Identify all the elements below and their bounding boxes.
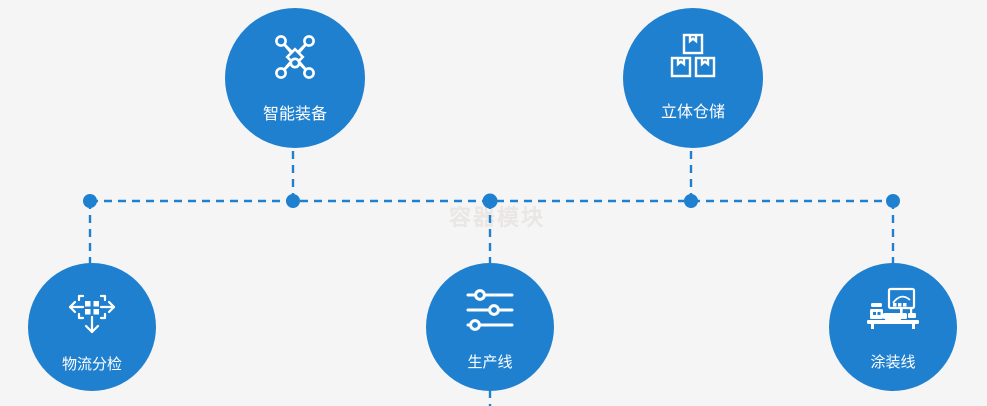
junction-dot-coating [886,194,900,208]
node-production[interactable]: 生产线 [426,263,554,391]
node-label-sorting: 物流分检 [61,355,122,373]
watermark-text: 容器模块 [448,206,545,231]
sorting-arrows-icon [67,287,117,339]
node-smart-equipment[interactable]: 智能装备 [225,8,365,148]
node-coating[interactable]: 涂装线 [829,263,957,391]
junction-dot-production [482,193,498,209]
node-label-production: 生产线 [467,353,513,371]
junction-dot-warehouse [684,194,698,208]
stacked-boxes-icon [668,32,718,84]
paint-booth-icon [865,287,921,337]
network-nodes-icon [270,32,320,86]
node-label-smart-equipment: 智能装备 [262,104,327,123]
junction-dot-sorting [83,194,97,208]
node-warehouse[interactable]: 立体仓储 [623,8,763,148]
junction-dot-smart-equipment [286,194,300,208]
node-label-coating: 涂装线 [870,353,916,371]
sliders-icon [464,287,516,337]
node-sorting[interactable]: 物流分检 [28,263,156,391]
node-label-warehouse: 立体仓储 [660,102,725,121]
